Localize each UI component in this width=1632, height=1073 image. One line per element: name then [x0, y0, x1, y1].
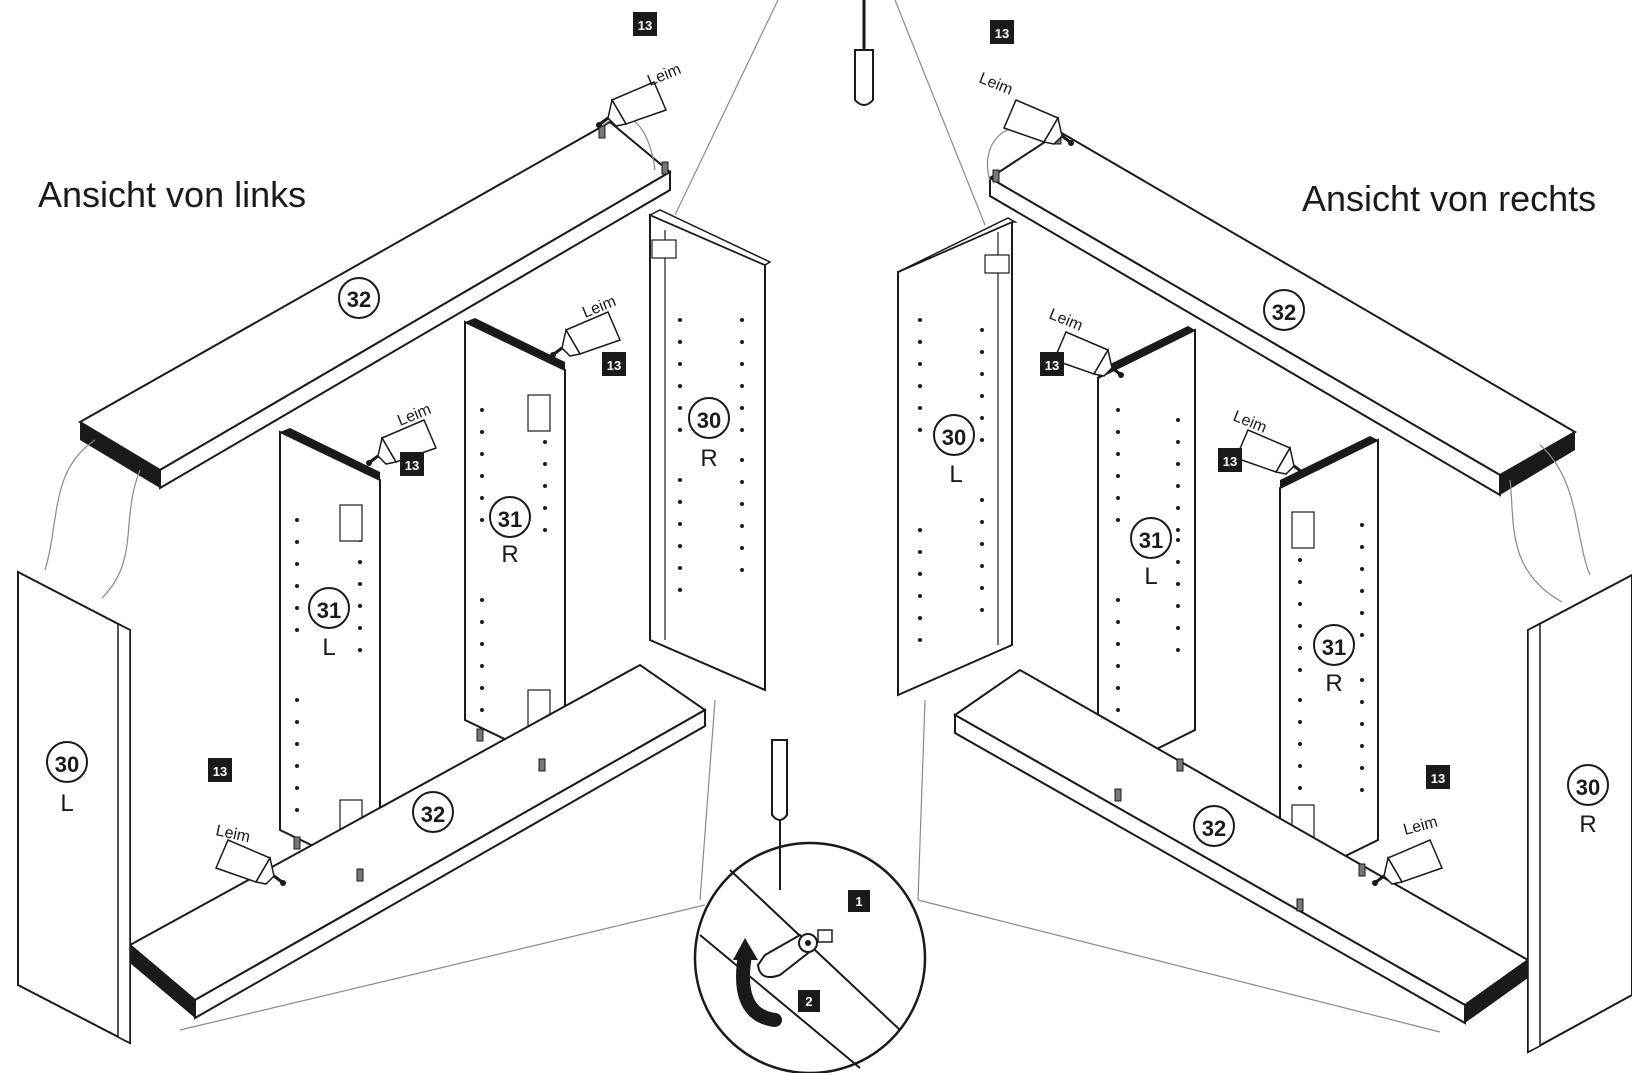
left-front-side-letter: L [60, 790, 73, 817]
left-glue-badge-top-label: 13 [638, 18, 652, 33]
cam-lock-icon [756, 929, 833, 978]
glue-tube-label: Leim [1047, 306, 1086, 335]
left-top-panel: 32 [78, 120, 672, 490]
right-glue-tube-4: Leim [1370, 813, 1444, 888]
cam-lock-detail: 1 2 [693, 739, 927, 1073]
right-view-group: 32 30 L 31 L [897, 20, 1632, 1054]
left-back-side-letter: R [700, 445, 717, 472]
left-glue-badge-lower-label: 13 [405, 458, 419, 473]
right-glue-badge-mid-label: 13 [1045, 358, 1059, 373]
right-front-part-number: 30 [1576, 775, 1600, 800]
left-bottom-panel: 32 [128, 663, 707, 1020]
right-divider-r-part-number: 31 [1322, 635, 1346, 660]
rotate-arrow-icon [733, 938, 782, 1027]
step-badge-1 [848, 890, 870, 912]
left-glue-badge-top [633, 12, 657, 36]
left-glue-tube-2: Leim [548, 293, 622, 360]
left-glue-badge-lower [400, 452, 424, 476]
right-back-side-letter: L [949, 461, 962, 488]
right-back-side-panel: 30 L [897, 217, 1018, 697]
left-glue-tube-4: Leim [214, 822, 288, 888]
right-bottom-part-number: 32 [1202, 816, 1226, 841]
right-glue-badge-bottom-label: 13 [1431, 771, 1445, 786]
left-front-side-panel: 30 L [17, 570, 131, 1045]
left-back-side-panel: 30 R [648, 209, 772, 692]
title-left-view: Ansicht von links [38, 174, 307, 215]
glue-tube-label: Leim [1402, 813, 1440, 838]
right-front-side-panel: 30 R [1527, 573, 1632, 1054]
left-divider-l-letter: L [322, 634, 335, 661]
right-glue-badge-top-label: 13 [995, 26, 1009, 41]
right-divider-r-letter: R [1325, 670, 1342, 697]
right-bottom-panel: 32 [953, 668, 1530, 1025]
left-divider-r-part-number: 31 [498, 507, 522, 532]
hinge-plate-icon [1291, 511, 1315, 549]
screwdriver-icon [854, 0, 874, 106]
left-divider-r-letter: R [501, 541, 518, 568]
screwdriver-icon [771, 739, 788, 890]
left-glue-tube-1: Leim [594, 61, 684, 130]
step-badge-2-label: 2 [805, 994, 812, 1009]
left-divider-l-part-number: 31 [317, 598, 341, 623]
right-glue-badge-lower-label: 13 [1223, 454, 1237, 469]
left-top-part-number: 32 [347, 287, 371, 312]
left-glue-badge-bottom-label: 13 [213, 764, 227, 779]
right-top-part-number: 32 [1272, 300, 1296, 325]
left-glue-badge-mid-label: 13 [607, 358, 621, 373]
dowel-icon [661, 161, 669, 175]
hinge-plate-icon [984, 254, 1010, 274]
hinge-plate-icon [527, 394, 551, 432]
left-front-part-number: 30 [55, 752, 79, 777]
right-back-part-number: 30 [942, 425, 966, 450]
left-divider-l: 31 L [279, 428, 381, 880]
glue-tube-label: Leim [214, 822, 251, 846]
right-divider-l: 31 L [1097, 326, 1196, 780]
right-glue-badge-bottom [1426, 765, 1450, 789]
right-divider-r: 31 R [1279, 436, 1379, 890]
right-glue-badge-mid [1040, 352, 1064, 376]
right-divider-l-part-number: 31 [1139, 528, 1163, 553]
step-badge-2 [798, 990, 820, 1012]
left-glue-badge-mid [602, 352, 626, 376]
right-top-panel: 32 [988, 130, 1577, 497]
hinge-plate-icon [651, 239, 677, 259]
left-glue-badge-bottom [208, 758, 232, 782]
right-divider-l-letter: L [1144, 563, 1157, 590]
left-view-group: 32 30 R 31 R [17, 12, 772, 1045]
right-glue-tube-1: Leim [977, 70, 1076, 148]
right-glue-badge-top [990, 20, 1014, 44]
left-bottom-part-number: 32 [421, 802, 445, 827]
right-glue-badge-lower [1218, 448, 1242, 472]
hinge-plate-icon [339, 504, 363, 542]
glue-tube-label: Leim [977, 70, 1016, 99]
glue-tube-label: Leim [645, 61, 684, 90]
left-back-part-number: 30 [697, 408, 721, 433]
left-divider-r: 31 R [464, 318, 566, 770]
title-right-view: Ansicht von rechts [1302, 178, 1597, 219]
step-badge-1-label: 1 [855, 894, 862, 909]
right-front-side-letter: R [1579, 811, 1596, 838]
